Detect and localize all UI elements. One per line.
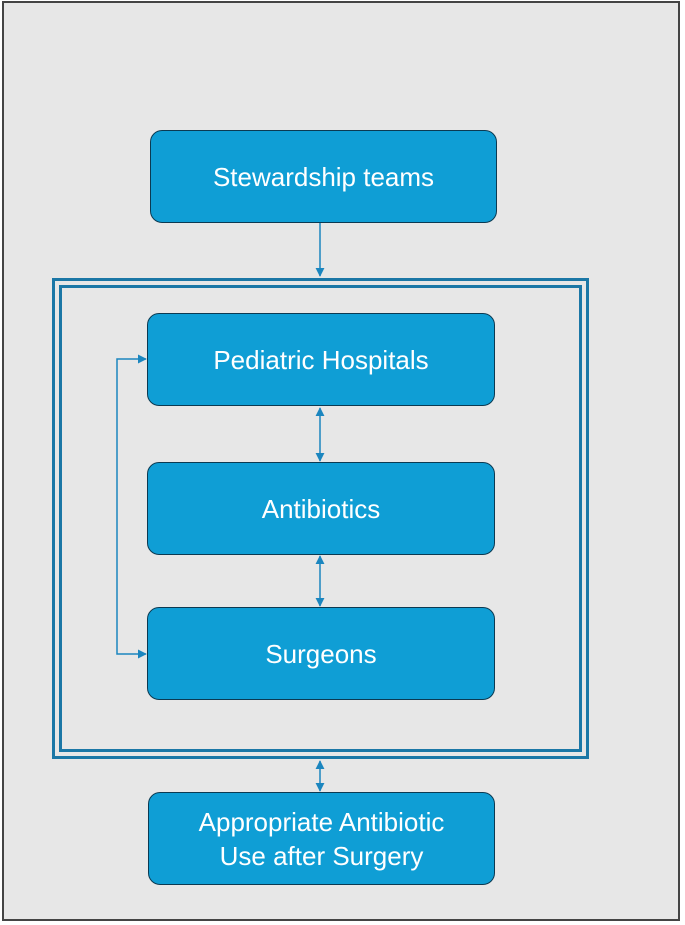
node-outcome-label-line1: Appropriate Antibiotic <box>198 806 445 837</box>
node-hospitals-label: Pediatric Hospitals <box>213 344 429 375</box>
arrow-hospitals-surgeons <box>116 354 147 659</box>
node-stewardship-teams: Stewardship teams <box>150 130 497 223</box>
node-surgeons-label: Surgeons <box>265 638 377 669</box>
group-border-outer <box>52 278 589 759</box>
node-surgeons: Surgeons <box>147 607 495 700</box>
node-antibiotics-label: Antibiotics <box>261 493 381 524</box>
group-border-inner <box>59 285 582 752</box>
node-stewardship-label: Stewardship teams <box>212 161 435 192</box>
node-outcome-label-line2: Use after Surgery <box>219 840 424 871</box>
node-pediatric-hospitals: Pediatric Hospitals <box>147 313 495 406</box>
node-antibiotics: Antibiotics <box>147 462 495 555</box>
node-appropriate-antibiotic-use: Appropriate Antibiotic Use after Surgery <box>148 792 495 885</box>
